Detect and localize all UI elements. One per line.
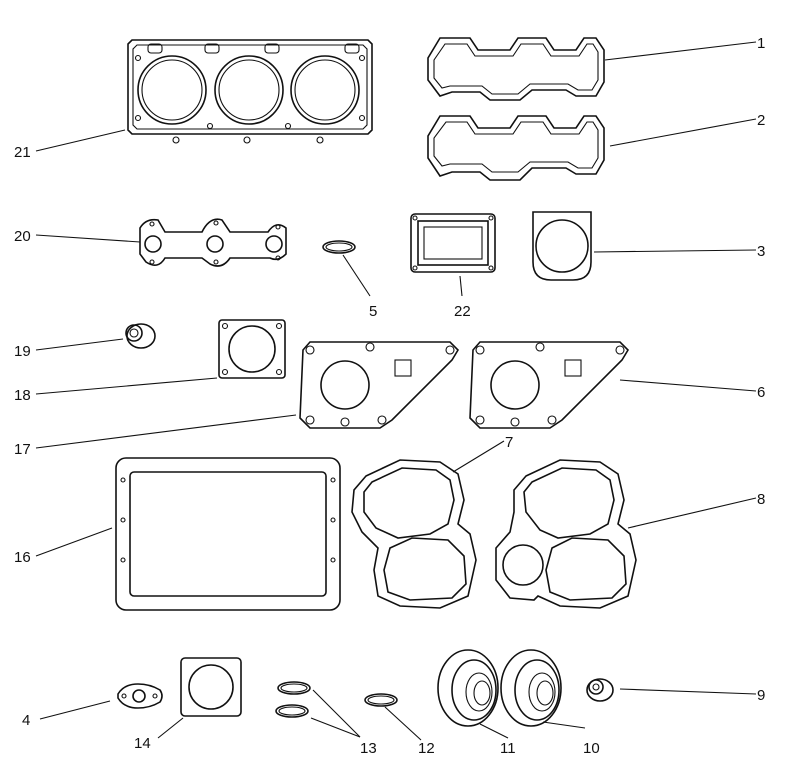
oil-seal-right-part	[500, 649, 562, 727]
callout-22: 22	[454, 303, 471, 320]
cylinder-head-gasket-part	[127, 39, 373, 144]
leader-lines	[35, 41, 757, 741]
callout-4: 4	[22, 712, 30, 729]
callout-2: 2	[757, 112, 765, 129]
o-ring-pair-part	[275, 681, 311, 718]
callout-12: 12	[418, 740, 435, 757]
timing-gasket-left-part	[351, 459, 477, 609]
callout-13: 13	[360, 740, 377, 757]
manifold-gasket-part	[139, 218, 287, 267]
rocker-cover-gasket-part	[427, 37, 605, 101]
timing-gasket-right-part	[495, 459, 637, 609]
valve-seal-part	[586, 678, 614, 702]
water-pump-gasket-part	[532, 211, 592, 281]
callout-18: 18	[14, 387, 31, 404]
small-o-ring-part	[322, 240, 356, 254]
square-gasket-part	[410, 213, 496, 273]
oil-seal-left-part	[437, 649, 499, 727]
callout-16: 16	[14, 549, 31, 566]
callout-labels: 1 2 3 4 5 6 7 8 9 10 11 12 13 14 16 17 1…	[14, 35, 765, 757]
plate-gasket-right-part	[469, 341, 630, 429]
single-o-ring-part	[364, 693, 398, 707]
callout-3: 3	[757, 243, 765, 260]
callout-6: 6	[757, 384, 765, 401]
plate-gasket-left-part	[299, 341, 460, 429]
callout-17: 17	[14, 441, 31, 458]
callout-10: 10	[583, 740, 600, 757]
flange-gasket-part	[117, 683, 163, 709]
callout-9: 9	[757, 687, 765, 704]
square-cork-gasket-part	[218, 319, 286, 379]
callout-21: 21	[14, 144, 31, 161]
callout-1: 1	[757, 35, 765, 52]
sump-gasket-part	[115, 457, 341, 611]
callout-5: 5	[369, 303, 377, 320]
thermostat-gasket-part	[180, 657, 242, 717]
callout-7: 7	[505, 434, 513, 451]
callout-20: 20	[14, 228, 31, 245]
small-seal-part	[125, 323, 156, 349]
callout-8: 8	[757, 491, 765, 508]
callout-19: 19	[14, 343, 31, 360]
callout-14: 14	[134, 735, 151, 752]
rocker-cover-gasket-cork-part	[427, 115, 605, 181]
callout-11: 11	[500, 740, 516, 757]
